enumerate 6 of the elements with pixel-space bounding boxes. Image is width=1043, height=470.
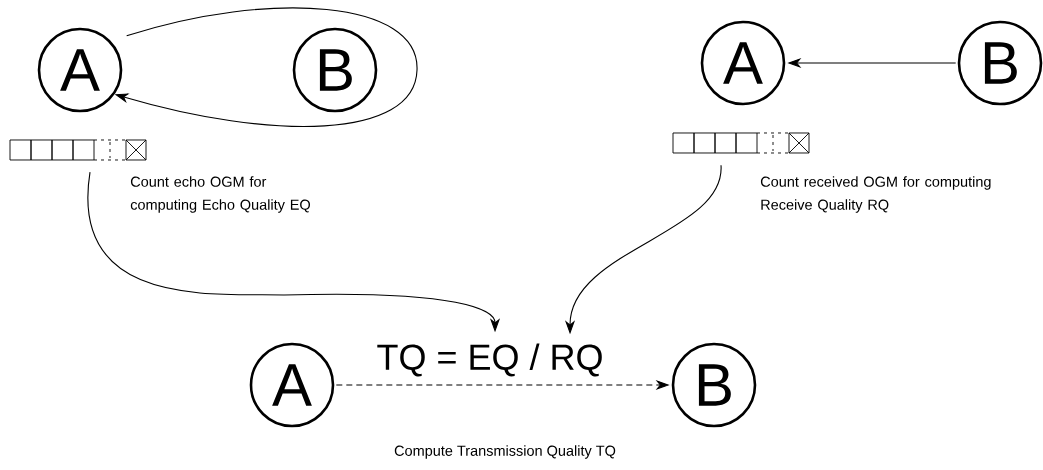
- buffer-drawing: [9, 139, 147, 161]
- note-text: Count received OGM for computing Receive Quality RQ: [760, 176, 991, 213]
- note-text: Count echo OGM for computing Echo Quality EQ: [130, 176, 310, 213]
- caption-text: Compute Transmission Quality TQ: [394, 445, 616, 459]
- formula-text: TQ = EQ / RQ: [377, 343, 602, 377]
- buffer-drawing: [672, 132, 810, 154]
